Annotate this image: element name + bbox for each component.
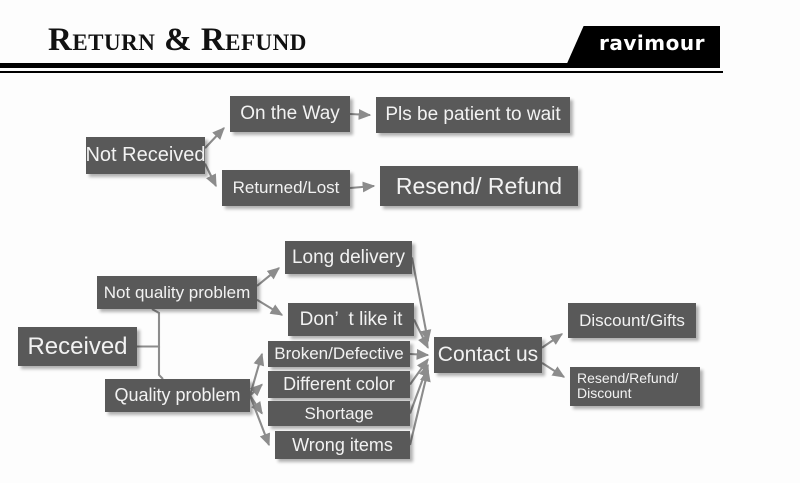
node-discount-gifts: Discount/Gifts — [568, 303, 696, 338]
edge-received-not-quality — [137, 308, 161, 348]
node-label: Different color — [283, 374, 395, 395]
node-label: On the Way — [240, 103, 340, 125]
brand-banner — [565, 26, 720, 68]
node-quality: Quality problem — [105, 379, 250, 412]
edge-not-quality-dont-like-it — [256, 298, 284, 316]
edge-long-delivery-contact-us — [410, 257, 432, 343]
edge-wrong-items-contact-us — [408, 368, 431, 446]
edge-contact-us-resend-refund-discount — [541, 362, 566, 378]
node-shortage: Shortage — [268, 401, 410, 426]
node-label: Resend/ Refund — [395, 172, 563, 199]
node-wrong-items: Wrong items — [275, 431, 410, 459]
node-label: Long delivery — [291, 246, 406, 268]
page-header: Return & Refund ravimour — [0, 0, 800, 84]
node-resend-refund-disc: Resend/Refund/ Discount — [570, 367, 700, 406]
edge-dont-like-it-contact-us — [413, 319, 429, 349]
page-title: Return & Refund — [48, 22, 307, 58]
node-not-quality: Not quality problem — [97, 276, 257, 309]
edge-contact-us-discount-gifts — [541, 333, 564, 349]
edge-not-received-on-the-way — [204, 127, 225, 149]
node-label: Received — [27, 332, 128, 360]
node-different-color: Different color — [268, 371, 410, 398]
edge-not-quality-long-delivery — [256, 267, 280, 287]
edge-broken-defective-contact-us — [409, 348, 430, 360]
header-rule-thin — [0, 71, 723, 73]
node-label: Resend/Refund/ Discount — [577, 370, 679, 401]
node-not-received: Not Received — [85, 137, 206, 174]
node-label: Contact us — [437, 342, 539, 366]
node-on-the-way: On the Way — [230, 96, 350, 132]
node-label: Don’ t like it — [299, 308, 403, 330]
node-label: Discount/Gifts — [579, 310, 685, 330]
node-dont-like-it: Don’ t like it — [288, 303, 414, 336]
node-label: Quality problem — [114, 385, 241, 406]
edge-quality-different-color — [249, 383, 263, 397]
edge-on-the-way-pls-be-patient — [349, 108, 372, 120]
node-label: Returned/Lost — [232, 178, 340, 198]
node-label: Not Received — [85, 144, 206, 166]
edge-returned-lost-resend-refund — [349, 181, 376, 193]
node-label: Pls be patient to wait — [385, 104, 561, 126]
node-label: Shortage — [304, 403, 374, 423]
node-received: Received — [18, 327, 137, 366]
header-rule-thick — [0, 63, 580, 68]
node-label: Not quality problem — [103, 282, 251, 302]
node-returned-lost: Returned/Lost — [222, 170, 350, 206]
ravimour-logo-icon: ravimour — [599, 31, 705, 55]
edge-not-received-returned-lost — [204, 163, 217, 188]
node-broken-defective: Broken/Defective — [268, 341, 410, 367]
node-contact-us: Contact us — [434, 337, 542, 373]
node-long-delivery: Long delivery — [285, 241, 412, 274]
edge-quality-wrong-items — [249, 395, 271, 447]
edge-received-quality — [157, 346, 164, 380]
node-pls-be-patient: Pls be patient to wait — [376, 97, 570, 133]
node-label: Wrong items — [292, 434, 393, 455]
node-resend-refund: Resend/ Refund — [380, 166, 578, 206]
node-label: Broken/Defective — [274, 344, 404, 364]
